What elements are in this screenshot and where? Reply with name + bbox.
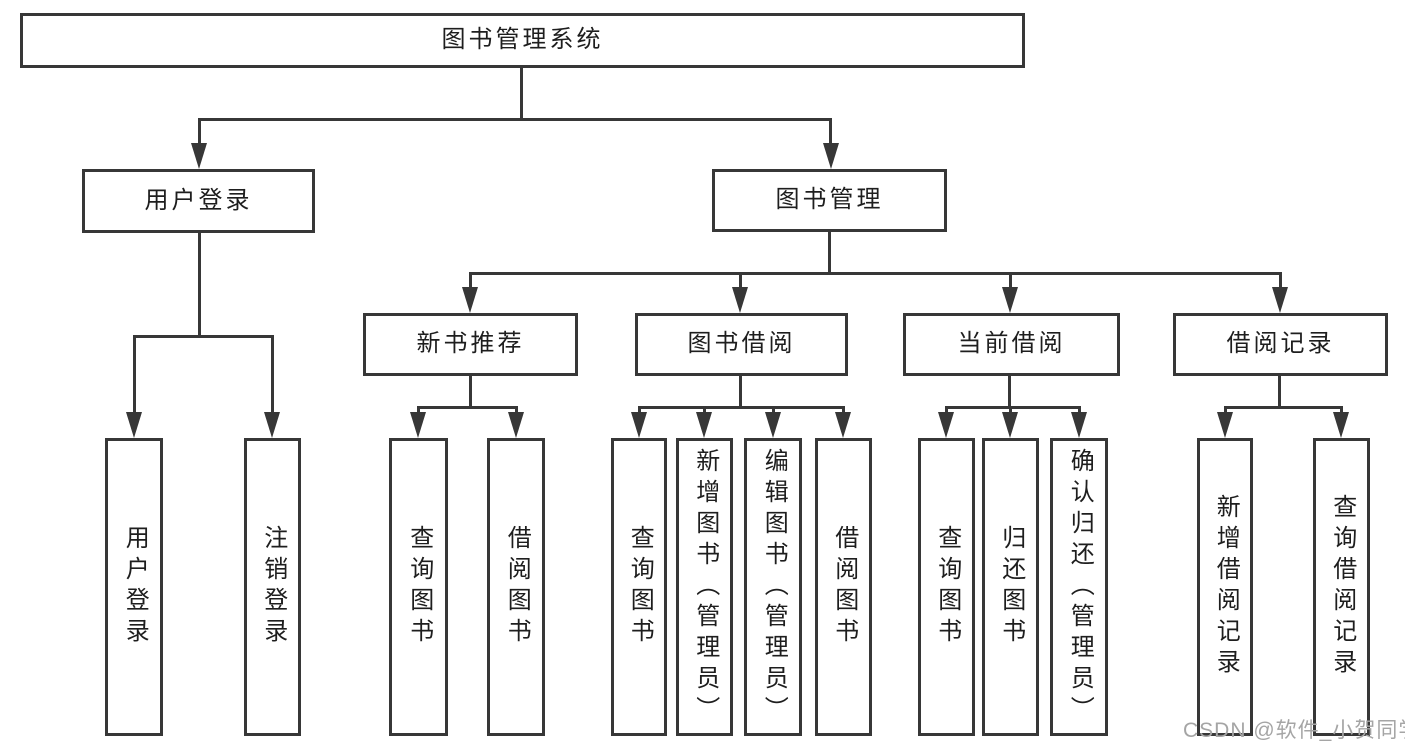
connector-user-login-drop-2 <box>271 335 274 413</box>
connector-new-book-drop-1 <box>417 406 420 414</box>
node-current-borrow: 当前借阅 <box>903 313 1120 376</box>
connector-current-borrow-drop-3 <box>1078 406 1081 414</box>
connector-book-mgmt-drop-3 <box>1009 272 1012 288</box>
connector-current-borrow-bar <box>945 406 1080 409</box>
arrowhead-icon <box>1002 287 1018 313</box>
node-book-management: 图书管理 <box>712 169 947 232</box>
arrowhead-icon <box>1002 412 1018 438</box>
connector-user-login-stem <box>198 233 201 335</box>
connector-new-book-bar <box>417 406 517 409</box>
arrowhead-icon <box>765 412 781 438</box>
arrowhead-icon <box>732 287 748 313</box>
leaf-cb-confirm-return: 确认归还（管理员） <box>1050 438 1108 736</box>
connector-current-borrow-drop-1 <box>945 406 948 414</box>
node-borrow-record: 借阅记录 <box>1173 313 1388 376</box>
arrowhead-icon <box>462 287 478 313</box>
connector-book-mgmt-stem <box>828 232 831 272</box>
connector-root-stem <box>520 68 523 118</box>
leaf-cb-query-book: 查询图书 <box>918 438 975 736</box>
arrowhead-icon <box>631 412 647 438</box>
connector-user-login-drop-1 <box>133 335 136 413</box>
csdn-watermark: CSDN @软件_小贺同学 <box>1183 719 1405 742</box>
node-book-borrow: 图书借阅 <box>635 313 848 376</box>
arrowhead-icon <box>1217 412 1233 438</box>
leaf-user-login: 用户登录 <box>105 438 163 736</box>
connector-root-right-drop <box>829 118 832 144</box>
node-user-login: 用户登录 <box>82 169 315 233</box>
connector-book-borrow-drop-1 <box>638 406 641 414</box>
arrowhead-icon <box>696 412 712 438</box>
arrowhead-icon <box>508 412 524 438</box>
leaf-bb-add-book: 新增图书（管理员） <box>676 438 733 736</box>
arrowhead-icon <box>264 412 280 438</box>
node-new-book-recommend: 新书推荐 <box>363 313 578 376</box>
connector-root-left-drop <box>198 118 201 144</box>
connector-book-borrow-stem <box>739 376 742 406</box>
arrowhead-icon <box>938 412 954 438</box>
arrowhead-icon <box>191 143 207 169</box>
connector-new-book-drop-2 <box>515 406 518 414</box>
leaf-bb-edit-book: 编辑图书（管理员） <box>744 438 802 736</box>
arrowhead-icon <box>126 412 142 438</box>
connector-user-login-bar <box>133 335 273 338</box>
leaf-logout: 注销登录 <box>244 438 301 736</box>
connector-book-borrow-drop-4 <box>842 406 845 414</box>
leaf-cb-return-book: 归还图书 <box>982 438 1039 736</box>
connector-book-borrow-drop-2 <box>703 406 706 414</box>
connector-borrow-record-drop-1 <box>1224 406 1227 414</box>
leaf-nb-borrow-book: 借阅图书 <box>487 438 545 736</box>
arrowhead-icon <box>1272 287 1288 313</box>
connector-book-mgmt-bar <box>469 272 1281 275</box>
connector-borrow-record-bar <box>1224 406 1342 409</box>
connector-book-mgmt-drop-2 <box>739 272 742 288</box>
connector-borrow-record-stem <box>1278 376 1281 406</box>
node-root: 图书管理系统 <box>20 13 1025 68</box>
connector-current-borrow-drop-2 <box>1009 406 1012 414</box>
connector-borrow-record-drop-2 <box>1340 406 1343 414</box>
connector-new-book-stem <box>469 376 472 406</box>
leaf-bb-borrow-book: 借阅图书 <box>815 438 872 736</box>
arrowhead-icon <box>410 412 426 438</box>
leaf-bb-query-book: 查询图书 <box>611 438 667 736</box>
connector-book-borrow-drop-3 <box>772 406 775 414</box>
connector-book-borrow-bar <box>638 406 843 409</box>
arrowhead-icon <box>823 143 839 169</box>
arrowhead-icon <box>1333 412 1349 438</box>
connector-root-bar <box>198 118 832 121</box>
leaf-br-query-record: 查询借阅记录 <box>1313 438 1370 736</box>
arrowhead-icon <box>1071 412 1087 438</box>
connector-book-mgmt-drop-4 <box>1279 272 1282 288</box>
leaf-nb-query-book: 查询图书 <box>389 438 448 736</box>
arrowhead-icon <box>835 412 851 438</box>
leaf-br-add-record: 新增借阅记录 <box>1197 438 1253 736</box>
connector-book-mgmt-drop-1 <box>469 272 472 288</box>
connector-current-borrow-stem <box>1008 376 1011 406</box>
